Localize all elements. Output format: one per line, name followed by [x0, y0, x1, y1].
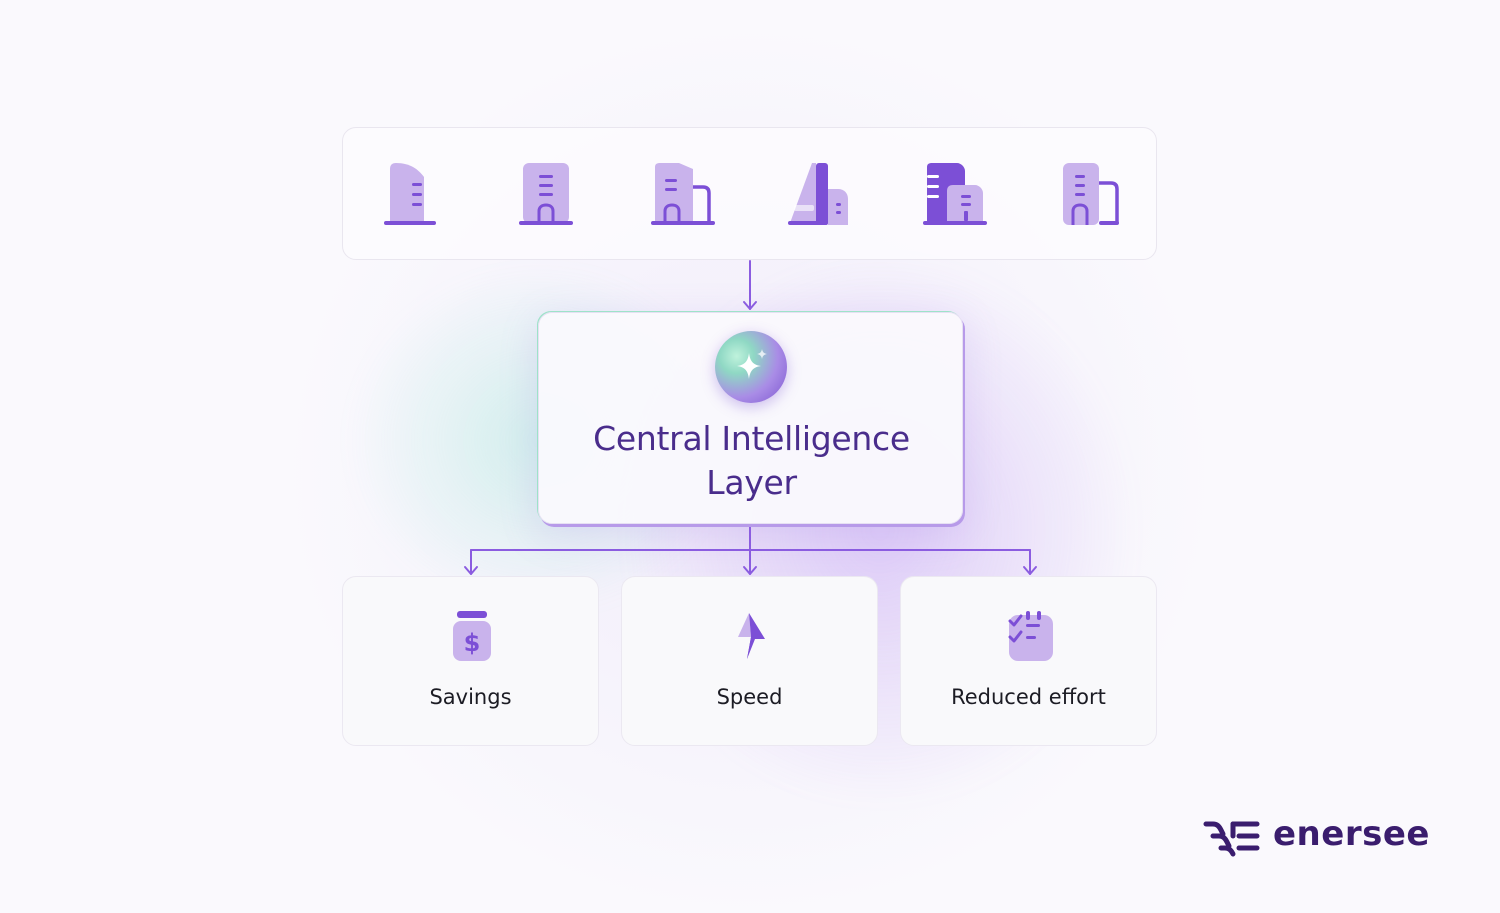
enersee-logo: enersee [1203, 814, 1458, 858]
enersee-logo-icon [1203, 821, 1260, 857]
central-title: Central Intelligence Layer [539, 417, 964, 505]
building-icon-2 [519, 163, 573, 225]
building-icon-5 [923, 163, 987, 225]
central-title-line1: Central Intelligence [593, 419, 910, 458]
benefit-label-reduced-effort: Reduced effort [951, 685, 1106, 709]
building-icon-1 [384, 163, 436, 225]
benefit-card-savings: $ Savings [342, 576, 599, 746]
lightning-icon [738, 613, 765, 659]
money-jar-icon: $ [453, 611, 491, 661]
benefit-label-savings: Savings [429, 685, 512, 709]
building-icon-4 [788, 163, 848, 225]
building-icon-3 [651, 163, 715, 225]
buildings-panel [342, 127, 1157, 260]
svg-text:$: $ [464, 629, 481, 657]
central-title-line2: Layer [706, 463, 797, 502]
checklist-calendar-icon [1008, 611, 1053, 661]
central-intelligence-node: Central Intelligence Layer [538, 312, 963, 524]
brand-name: enersee [1273, 814, 1430, 854]
benefit-card-reduced-effort: Reduced effort [900, 576, 1157, 746]
building-icon-6 [1063, 163, 1119, 225]
sparkle-icon [715, 331, 787, 403]
benefit-card-speed: Speed [621, 576, 878, 746]
benefit-label-speed: Speed [716, 685, 783, 709]
